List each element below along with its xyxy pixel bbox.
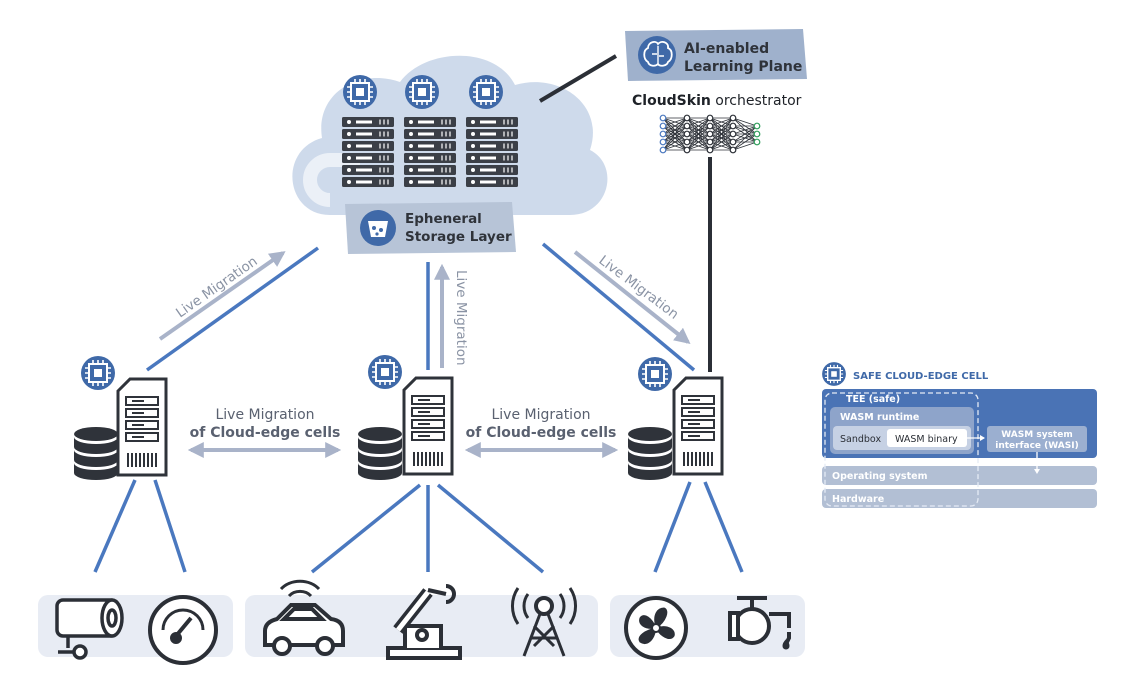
- sandbox-label: Sandbox: [840, 434, 881, 445]
- edge-chip-icon-left: [80, 355, 116, 391]
- nn-node: [753, 130, 761, 138]
- edge-server-icon-left: [116, 377, 168, 477]
- orchestrator-suffix: orchestrator: [711, 93, 802, 109]
- fan-icon: [624, 596, 688, 660]
- neural-network-icon: [659, 114, 761, 154]
- nn-node: [683, 138, 691, 146]
- nn-node: [706, 122, 714, 130]
- storage-title-line2: Storage Layer: [405, 229, 512, 245]
- nn-node: [659, 138, 667, 146]
- os-label: Operating system: [832, 471, 928, 482]
- nn-node: [729, 146, 737, 154]
- nn-node: [729, 122, 737, 130]
- cell-migration-left-line1: Live Migration: [215, 407, 314, 423]
- nn-node: [729, 130, 737, 138]
- valve-icon: [728, 596, 791, 650]
- database-icon-left: [74, 427, 118, 480]
- nn-node: [683, 114, 691, 122]
- orchestrator-brand: CloudSkin: [632, 93, 711, 109]
- nn-node: [729, 114, 737, 122]
- migration-label-center: Live Migration: [453, 270, 469, 366]
- hardware-label: Hardware: [832, 494, 884, 505]
- orchestrator-label: CloudSkin orchestrator: [632, 93, 802, 109]
- wasi-label-line2: interface (WASI): [995, 441, 1078, 451]
- nn-node: [729, 138, 737, 146]
- tee-label: TEE (safe): [846, 394, 900, 405]
- wasi-label-line1: WASM system: [1001, 430, 1072, 440]
- nn-node: [706, 146, 714, 154]
- wasm-binary-label: WASM binary: [895, 434, 958, 445]
- storage-layer-badge: Epheneral Storage Layer: [345, 202, 516, 254]
- wasi-box: [987, 426, 1087, 452]
- hardware-bar: [822, 489, 1097, 508]
- cloud-chip-icon-2: [404, 74, 440, 110]
- cloud-edge-link-left: [145, 246, 320, 372]
- edge-server-icon-center: [402, 376, 454, 476]
- cloud-to-learning-plane-link: [538, 54, 618, 103]
- antenna-tower-icon: [511, 587, 577, 657]
- bucket-icon: [360, 210, 396, 246]
- nn-node: [753, 138, 761, 146]
- nn-node: [683, 122, 691, 130]
- cell-migration-left-line2: of Cloud-edge cells: [190, 425, 341, 441]
- os-bar: [822, 466, 1097, 485]
- cloud-chip-icon-1: [342, 74, 378, 110]
- migration-label-left: Live Migration: [173, 253, 260, 321]
- storage-title-line1: Epheneral: [405, 211, 482, 227]
- device-links: [93, 479, 744, 574]
- nn-node: [706, 114, 714, 122]
- edge-chip-icon-right: [637, 356, 673, 392]
- learning-plane-badge: AI-enabled Learning Plane: [625, 29, 807, 81]
- camera-icon: [55, 598, 124, 660]
- cell-migration-right-line1: Live Migration: [491, 407, 590, 423]
- cloud-chip-icon-3: [468, 74, 504, 110]
- nn-node: [659, 122, 667, 130]
- learning-plane-line2: Learning Plane: [684, 59, 802, 75]
- brain-icon: [638, 36, 676, 74]
- migration-arrow-right: [573, 250, 691, 344]
- edge-node-center: [358, 354, 454, 480]
- nn-node: [706, 130, 714, 138]
- nn-node: [683, 146, 691, 154]
- edge-node-right: [628, 356, 724, 480]
- database-icon-center: [358, 427, 402, 480]
- nn-node: [659, 146, 667, 154]
- cloud-edge-link-right: [541, 242, 696, 372]
- migration-arrow-left: [158, 251, 286, 341]
- nn-node: [753, 122, 761, 130]
- edge-server-icon-right: [672, 376, 724, 476]
- edge-chip-icon-center: [367, 354, 403, 390]
- cell-migration-right-line2: of Cloud-edge cells: [466, 425, 617, 441]
- safe-cell-chip-icon: [821, 361, 847, 387]
- safe-cell-panel: SAFE CLOUD-EDGE CELL Operating system Ha…: [821, 361, 1097, 508]
- nn-node: [659, 130, 667, 138]
- safe-cell-title: SAFE CLOUD-EDGE CELL: [853, 371, 989, 382]
- connected-car-icon: [263, 579, 345, 656]
- wasm-runtime-label: WASM runtime: [840, 412, 919, 423]
- edge-node-left: [74, 355, 168, 480]
- robot-arm-icon: [386, 584, 462, 660]
- wasm-binary-box: [887, 429, 967, 447]
- gauge-icon: [148, 595, 218, 665]
- nn-node: [683, 130, 691, 138]
- nn-node: [706, 138, 714, 146]
- database-icon-right: [628, 427, 672, 480]
- nn-node: [659, 114, 667, 122]
- learning-plane-line1: AI-enabled: [684, 41, 769, 57]
- tee-boundary: [824, 392, 979, 507]
- migration-label-right: Live Migration: [596, 252, 682, 322]
